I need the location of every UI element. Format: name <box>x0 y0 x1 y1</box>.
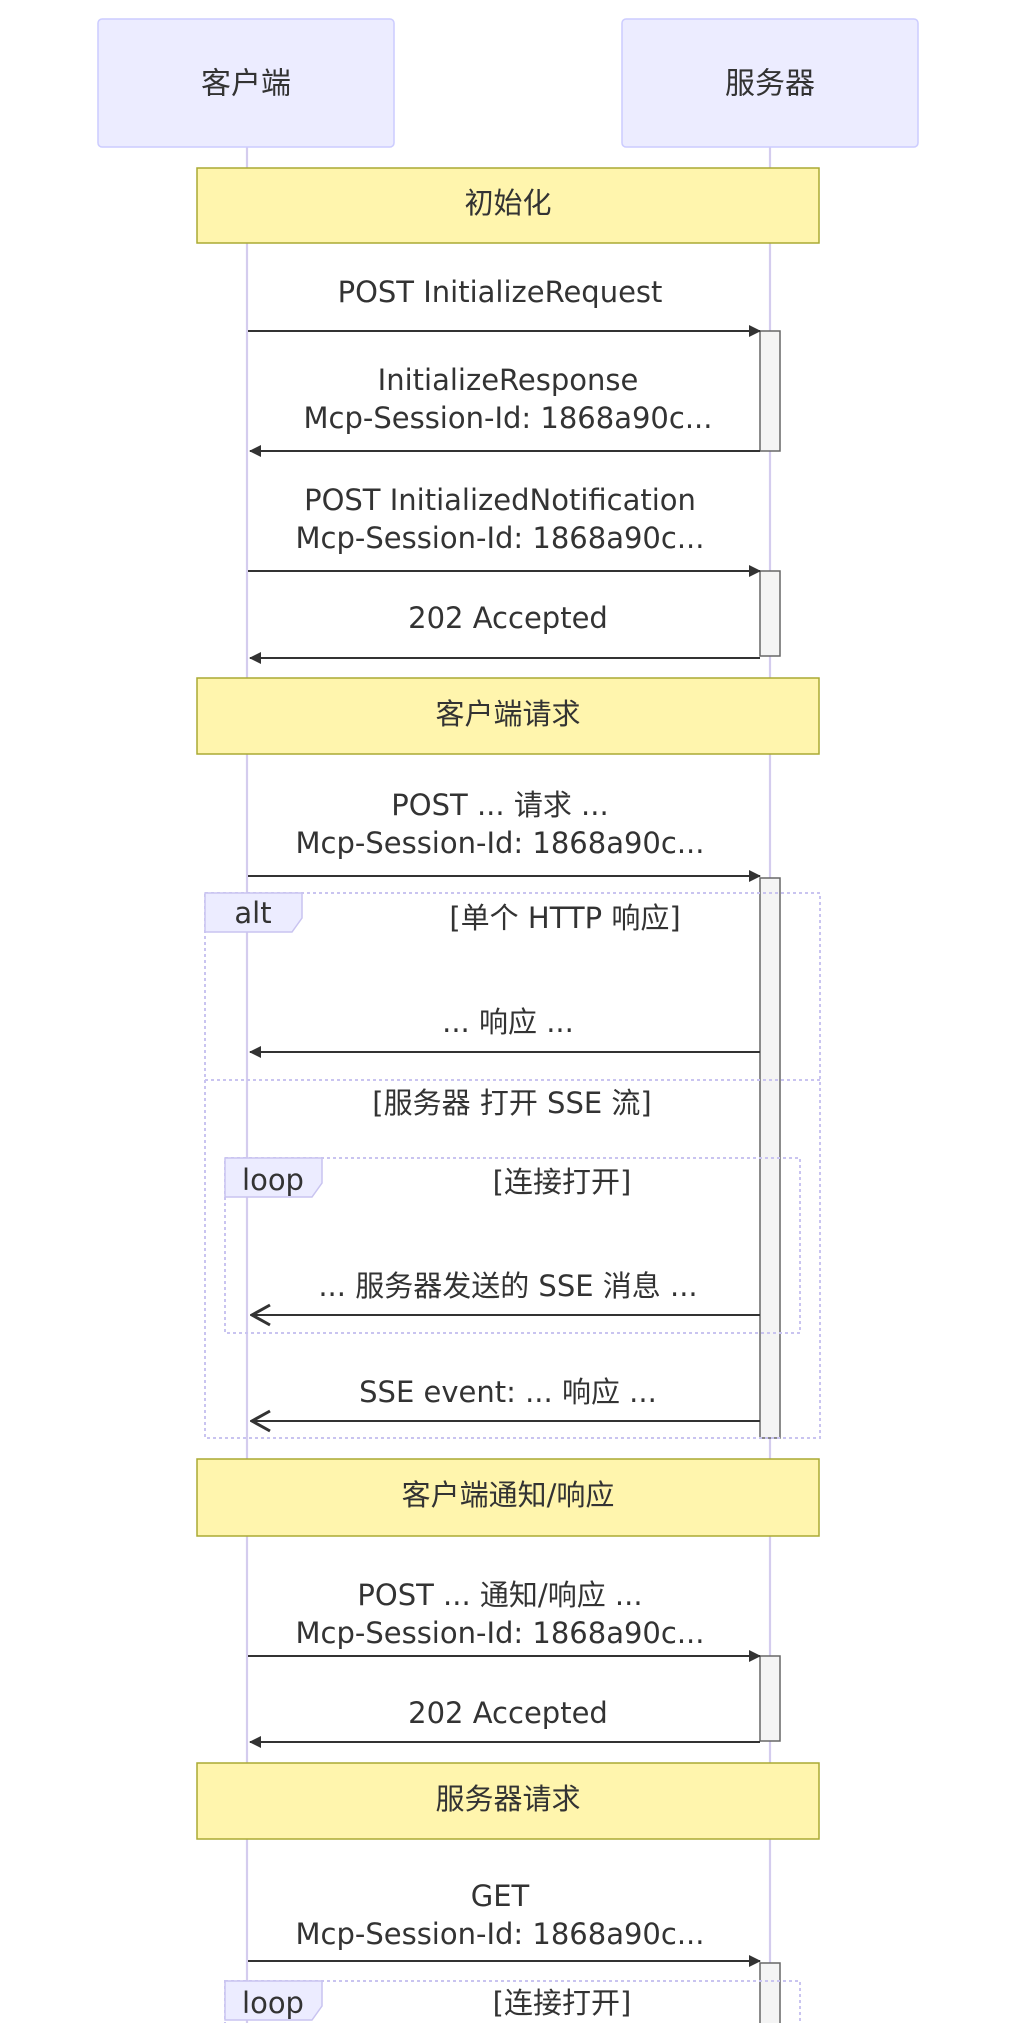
message-single-response: ... 响应 ... <box>442 1005 574 1039</box>
note-client-request-label: 客户端请求 <box>435 697 580 731</box>
message-initialized-notification-session: Mcp-Session-Id: 1868a90c... <box>296 521 705 555</box>
loop-frame-condition: [连接打开] <box>493 1165 632 1199</box>
client-actor-label: 客户端 <box>201 67 291 102</box>
loop-frame <box>224 1157 801 1334</box>
message-sse-event: SSE event: ... 响应 ... <box>359 1375 657 1409</box>
message-request-session: Mcp-Session-Id: 1868a90c... <box>296 826 705 860</box>
message-initialized-notification: POST InitializedNotification <box>304 483 696 517</box>
message-accepted-2: 202 Accepted <box>408 1696 608 1730</box>
note-client-request: 客户端请求 <box>196 677 820 755</box>
note-server-request: 服务器请求 <box>196 1762 820 1840</box>
message-request: POST ... 请求 ... <box>391 788 608 822</box>
server-actor-label: 服务器 <box>725 67 815 102</box>
note-client-notify: 客户端通知/响应 <box>196 1458 820 1537</box>
note-client-notify-label: 客户端通知/响应 <box>402 1478 615 1512</box>
activation-bar-notify <box>759 1655 781 1742</box>
note-initialize: 初始化 <box>196 167 820 244</box>
loop-frame-2-tag-label: loop <box>242 1986 304 2020</box>
alt-frame-condition: [单个 HTTP 响应] <box>449 901 680 935</box>
message-get-session: Mcp-Session-Id: 1868a90c... <box>296 1917 705 1951</box>
message-initialize-request: POST InitializeRequest <box>338 275 663 309</box>
loop-frame-tag-label: loop <box>242 1163 304 1197</box>
note-server-request-label: 服务器请求 <box>435 1782 580 1816</box>
loop-frame-2 <box>224 1980 801 2023</box>
message-notify: POST ... 通知/响应 ... <box>357 1578 642 1612</box>
message-accepted-1: 202 Accepted <box>408 601 608 635</box>
activation-bar-initialized <box>759 570 781 657</box>
activation-bar-initialize <box>759 330 781 452</box>
server-actor[interactable]: 服务器 <box>621 18 919 148</box>
activation-bar-get <box>759 1962 781 2023</box>
loop-frame-2-condition: [连接打开] <box>493 1986 632 2020</box>
alt-frame-tag <box>204 892 303 933</box>
note-initialize-label: 初始化 <box>464 186 551 220</box>
alt-frame-tag-label: alt <box>234 896 271 930</box>
client-actor[interactable]: 客户端 <box>97 18 395 148</box>
message-initialize-response-session: Mcp-Session-Id: 1868a90c... <box>304 401 713 435</box>
alt-else-condition: [服务器 打开 SSE 流] <box>372 1086 651 1120</box>
message-initialize-response: InitializeResponse <box>378 363 639 397</box>
message-get: GET <box>471 1879 530 1913</box>
loop-frame-tag <box>224 1157 323 1198</box>
message-notify-session: Mcp-Session-Id: 1868a90c... <box>296 1616 705 1650</box>
loop-frame-2-tag <box>224 1980 323 2021</box>
alt-frame <box>204 892 821 1439</box>
message-sse-stream: ... 服务器发送的 SSE 消息 ... <box>318 1269 697 1303</box>
